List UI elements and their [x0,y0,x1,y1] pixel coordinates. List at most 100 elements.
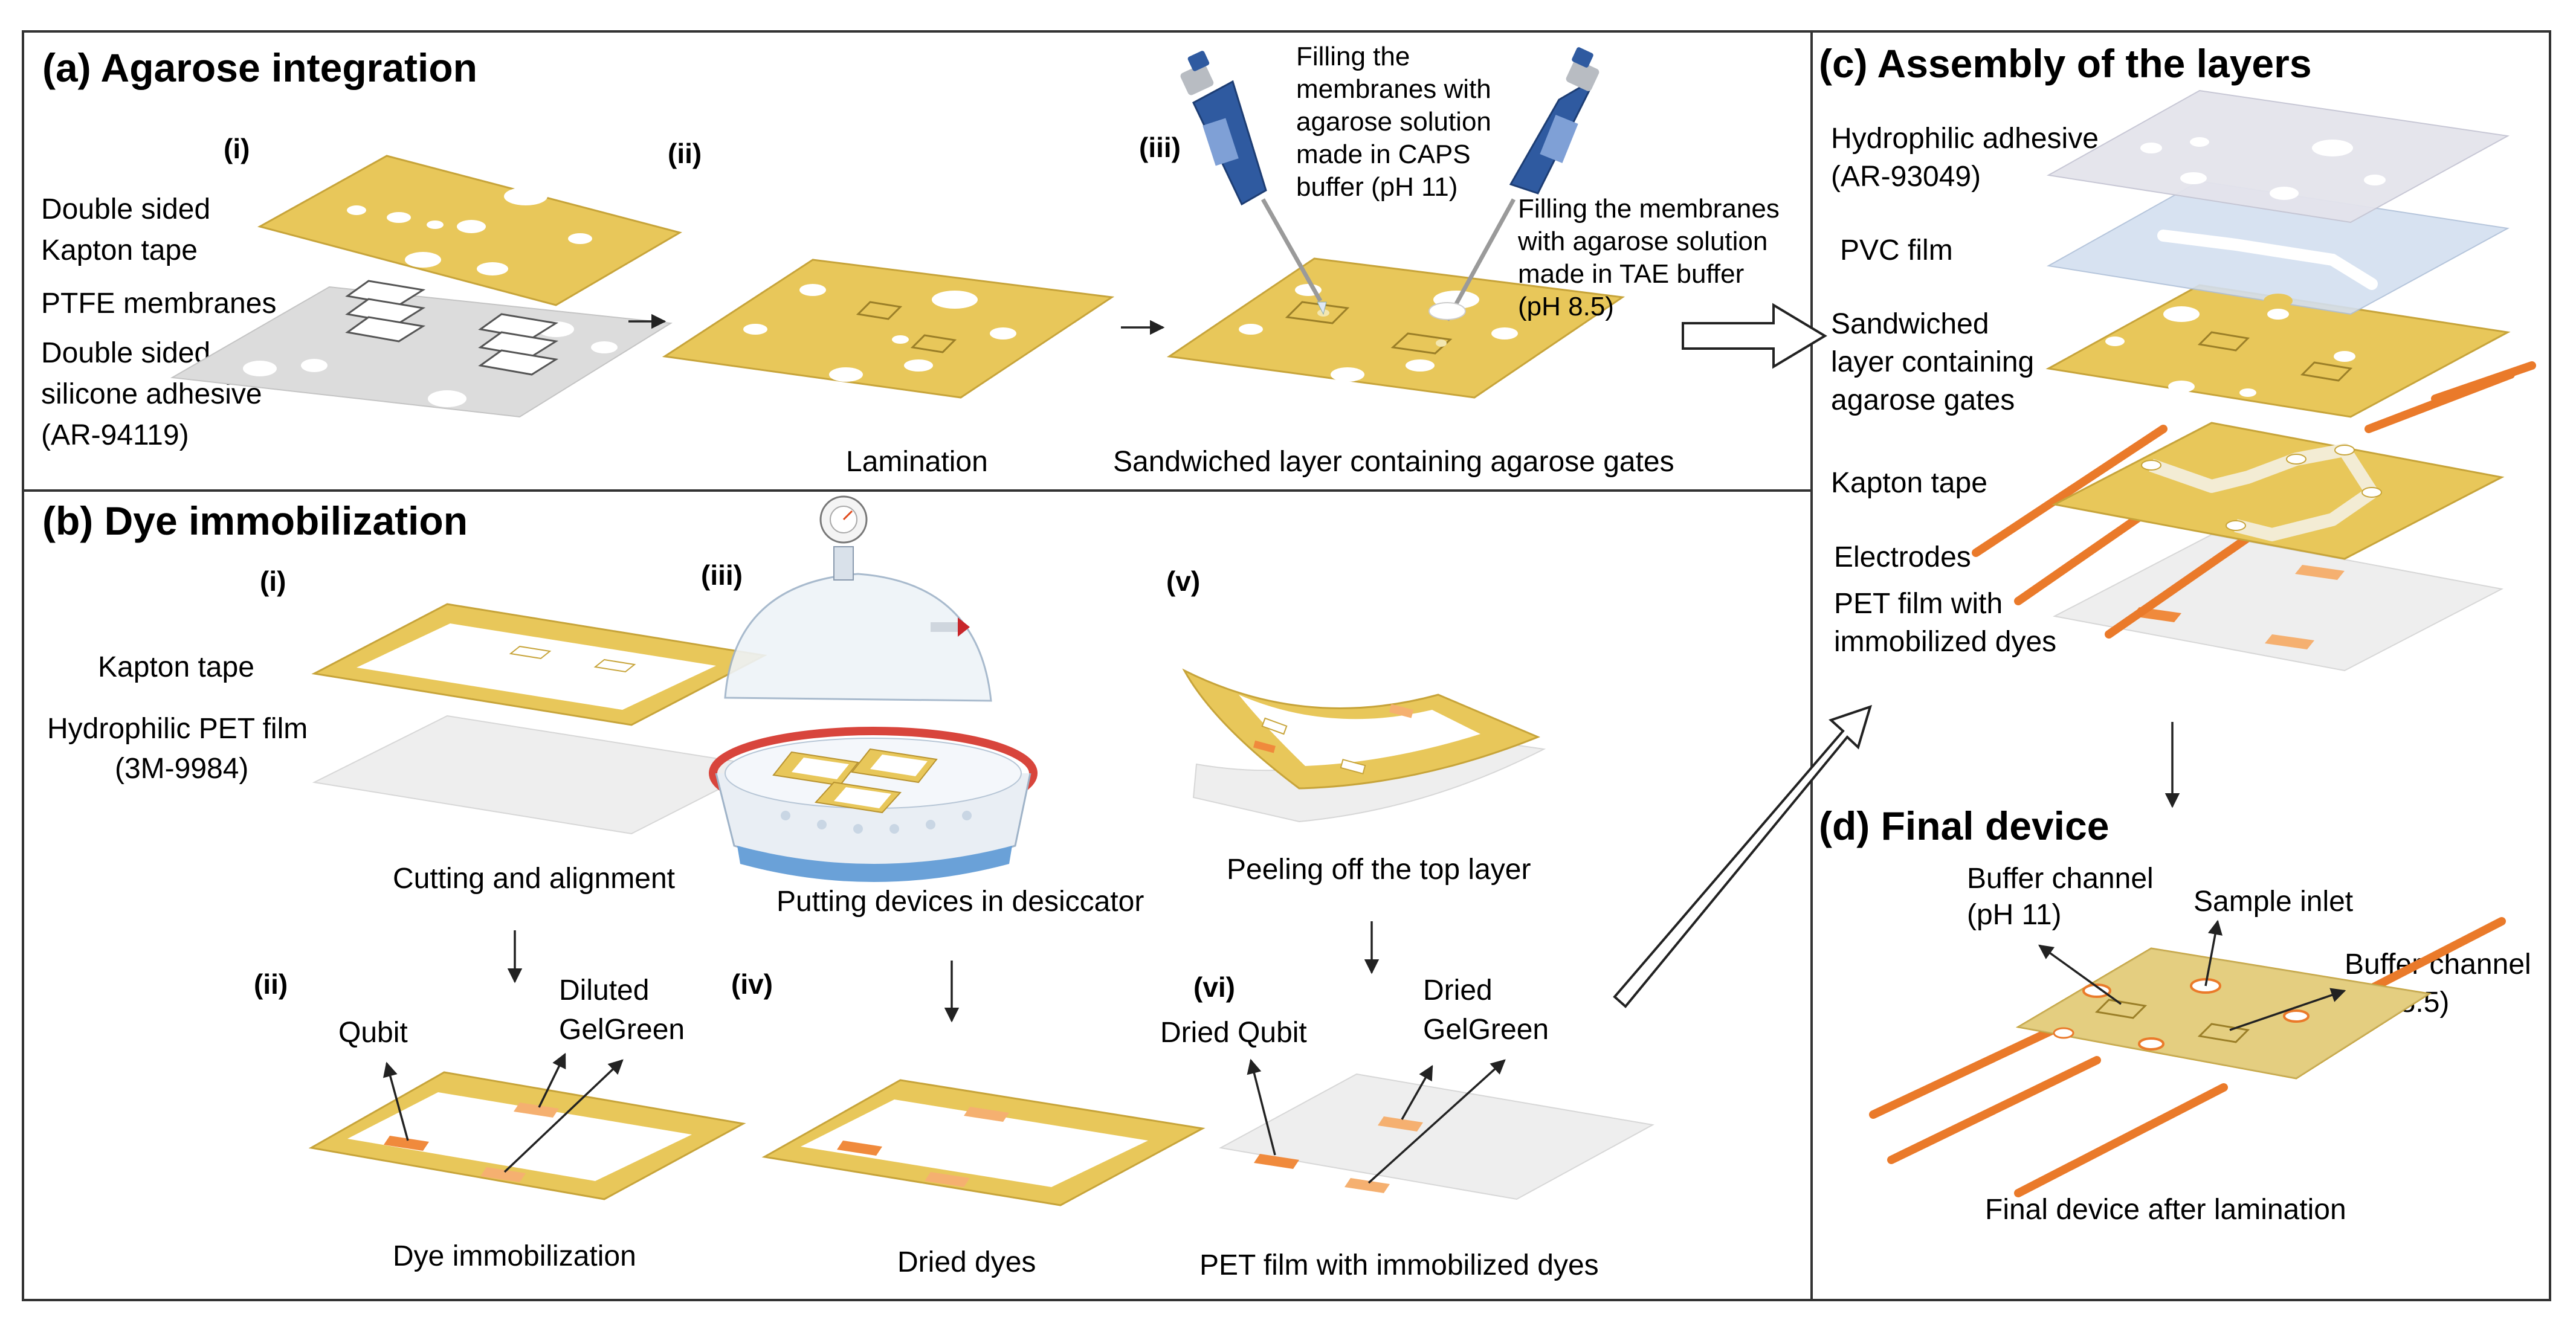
gate-square-2 [1390,332,1453,355]
desiccator-icon [709,495,1038,882]
pointer-sample-inlet [2204,919,2223,987]
label-electrodes: Electrodes [1834,541,1971,573]
electrode-c-1 [1972,425,2168,557]
tae-line-1: Filling the membranes [1518,194,1780,224]
electrode-d-2 [1887,1056,2101,1164]
pvc-channel [2157,230,2378,290]
dye-b-vi-2 [1378,1116,1423,1131]
panel-c: (c) Assembly of the layers Hydrophilic a… [1819,41,2536,672]
gate-c-1 [2197,331,2250,352]
tae-line-3: made in TAE buffer [1518,259,1744,289]
tae-line-2: with agarose solution [1517,227,1767,256]
panel-b-step-ii: (ii) [254,968,288,1000]
caps-line-4: made in CAPS [1296,140,1471,169]
panel-b-heading: (b) Dye immobilization [42,498,468,543]
dye-b-iv-2 [964,1107,1009,1122]
caption-peeling: Peeling off the top layer [1227,854,1531,886]
label-silicone-3: (AR-94119) [41,419,189,451]
final-gate-1 [2094,999,2148,1019]
label-kapton-b: Kapton tape [98,651,254,683]
peel-slot-1 [1261,717,1288,735]
caption-cutting: Cutting and alignment [393,863,675,895]
label-buffer-11-1: Buffer channel [1967,863,2154,895]
label-buffer-11-2: (pH 11) [1967,899,2062,931]
electrode-d-1 [1869,1014,2083,1119]
gate-c-2 [2300,361,2353,382]
panel-a: (a) Agarose integration (i) (ii) (iii) D… [41,42,1780,478]
label-sandwiched-1: Sandwiched [1831,308,1989,340]
pointer-dried-gg-1 [1401,1064,1433,1120]
kapton-c-holes [2141,445,2382,531]
membrane-square-2 [910,334,957,353]
sandwiched-c-holes [2105,306,2355,397]
panel-b-step-v: (v) [1166,565,1200,597]
panel-b-step-i: (i) [260,565,286,597]
label-pvc-film: PVC film [1840,234,1953,266]
hydrophilic-holes [2140,137,2386,200]
panel-c-heading: (c) Assembly of the layers [1819,41,2312,86]
label-dried-qubit: Dried Qubit [1160,1017,1307,1049]
panel-b: (b) Dye immobilization (i) (iii) (v) Kap… [42,495,1654,1281]
ptfe-membrane-stacks [345,280,559,376]
dye-b-iv-3 [925,1172,970,1187]
pipette-caps-icon [1180,51,1327,315]
panel-a-step-i: (i) [224,133,250,164]
caption-desiccator: Putting devices in desiccator [776,886,1144,918]
peel-slot-2 [1340,759,1366,774]
label-double-sided-kapton-2: Kapton tape [41,234,198,266]
label-hydrophilic-2: (AR-93049) [1831,161,1981,193]
label-dried-gg-1: Dried [1423,974,1493,1006]
panel-d-heading: (d) Final device [1819,803,2109,848]
annotation-caps: Filling the membranes with agarose solut… [1296,42,1491,202]
pet-film-b-i [312,715,767,835]
dye-b-iv-1 [837,1141,882,1156]
final-device-overlay [2018,948,2429,1078]
agarose-drop-2 [1436,340,1447,347]
kapton-layer-c [2051,422,2505,560]
caption-final-device: Final device after lamination [1985,1194,2346,1226]
pointer-dried-gg-2 [1367,1059,1506,1184]
label-sandwiched-3: agarose gates [1831,384,2015,416]
caps-line-5: buffer (pH 11) [1296,172,1457,202]
annotation-tae: Filling the membranes with agarose solut… [1517,194,1780,321]
dye-b-vi-1 [1254,1154,1299,1169]
silicone-adhesive-layer [170,286,673,418]
panel-d: (d) Final device Buffer channel (pH 11) … [1819,803,2531,1226]
sandwiched-layer-c [2045,284,2511,418]
cut-slot-1 [509,645,552,660]
final-device-ports [2053,978,2310,1051]
panel-b-step-iii: (iii) [701,559,743,591]
caption-sandwiched-layer: Sandwiched layer containing agarose gate… [1113,446,1674,478]
outer-frame [22,30,2551,1301]
pointer-diluted-1 [538,1052,566,1108]
laminated-layer [662,259,1115,399]
dye-gelgreen-ii-1 [514,1102,559,1118]
peel-dye-2 [1253,740,1276,753]
label-pet-dyes-2: immobilized dyes [1834,626,2056,658]
hydrophilic-adhesive-layer [2046,89,2510,224]
window-b-ii [347,1092,692,1181]
dye-c-3 [2265,634,2314,649]
label-pet-1: Hydrophilic PET film [47,713,308,745]
label-silicone-1: Double sided [41,337,210,369]
dye-b-vi-3 [1344,1178,1390,1193]
panel-b-step-vi: (vi) [1193,971,1235,1003]
caption-lamination: Lamination [846,446,988,478]
caption-pet-immobilized: PET film with immobilized dyes [1199,1249,1599,1281]
pet-film-b-vi [1218,1073,1654,1200]
label-kapton-c: Kapton tape [1831,467,1987,499]
pointer-buffer-85 [2229,988,2346,1031]
cut-slot-2 [593,658,636,673]
tae-line-4: (pH 8.5) [1518,292,1614,321]
pet-layer-c [2052,533,2504,672]
label-sandwiched-2: layer containing [1831,346,2034,378]
label-double-sided-kapton-1: Double sided [41,193,210,225]
pointer-qubit [383,1061,409,1141]
kapton-holes-a [347,187,592,275]
label-pet-dyes-1: PET film with [1834,588,2003,620]
membrane-square-1 [856,301,903,320]
label-pet-2: (3M-9984) [115,753,248,785]
label-ptfe-membranes: PTFE membranes [41,288,276,320]
peel-dye-1 [1389,704,1414,718]
